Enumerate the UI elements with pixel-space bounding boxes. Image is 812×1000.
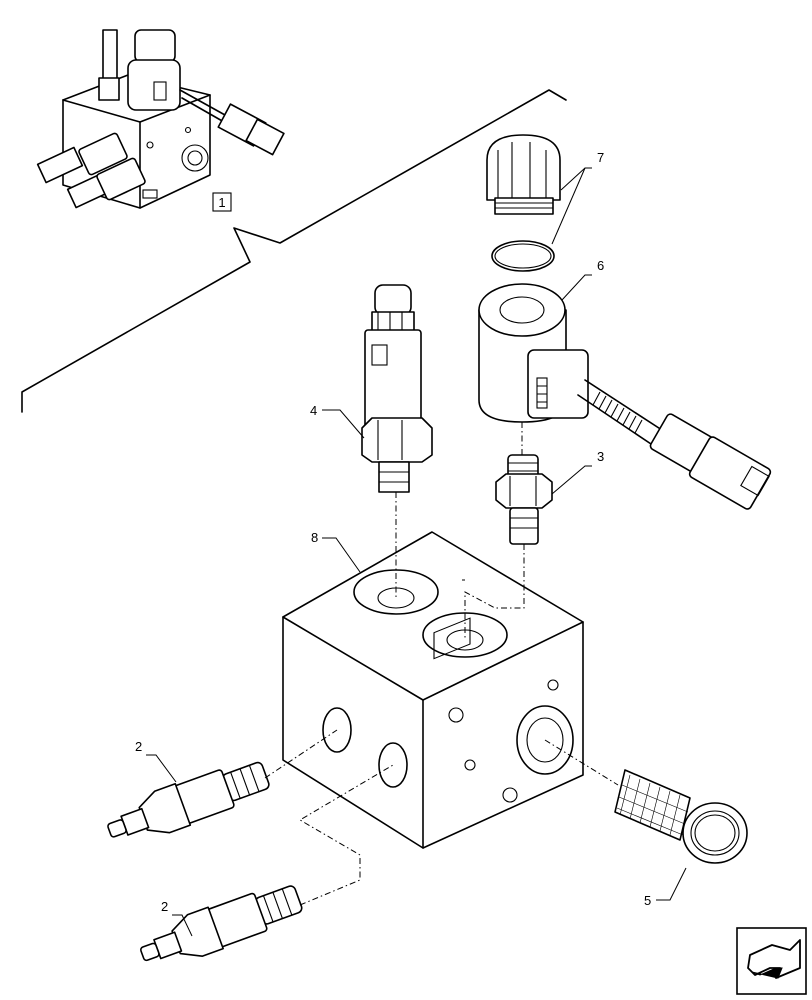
callout-2-lower: 2 (161, 899, 168, 914)
callout-assembly-ref: 1 (218, 195, 225, 210)
part-6-solenoid-coil (478, 283, 772, 510)
part-3-fitting (495, 454, 553, 545)
part-8-valve-block (282, 531, 584, 849)
callout-6: 6 (597, 258, 604, 273)
part-7-nut-oring (486, 134, 561, 272)
callout-5: 5 (644, 893, 651, 908)
callout-8: 8 (311, 530, 318, 545)
next-arrow-icon[interactable] (736, 927, 807, 995)
part-5-filter (614, 769, 748, 864)
part-2-relief-valve-lower (139, 885, 303, 962)
callout-3: 3 (597, 449, 604, 464)
callouts: 7 6 4 3 8 2 2 5 (135, 150, 687, 937)
callout-2-upper: 2 (135, 739, 142, 754)
assembly-inset: 1 (36, 29, 285, 212)
part-2-relief-valve-upper (107, 761, 270, 838)
part-4-pressure-switch (361, 284, 433, 493)
callout-4: 4 (310, 403, 317, 418)
center-lines (264, 422, 619, 906)
callout-7: 7 (597, 150, 604, 165)
break-line (21, 89, 567, 413)
